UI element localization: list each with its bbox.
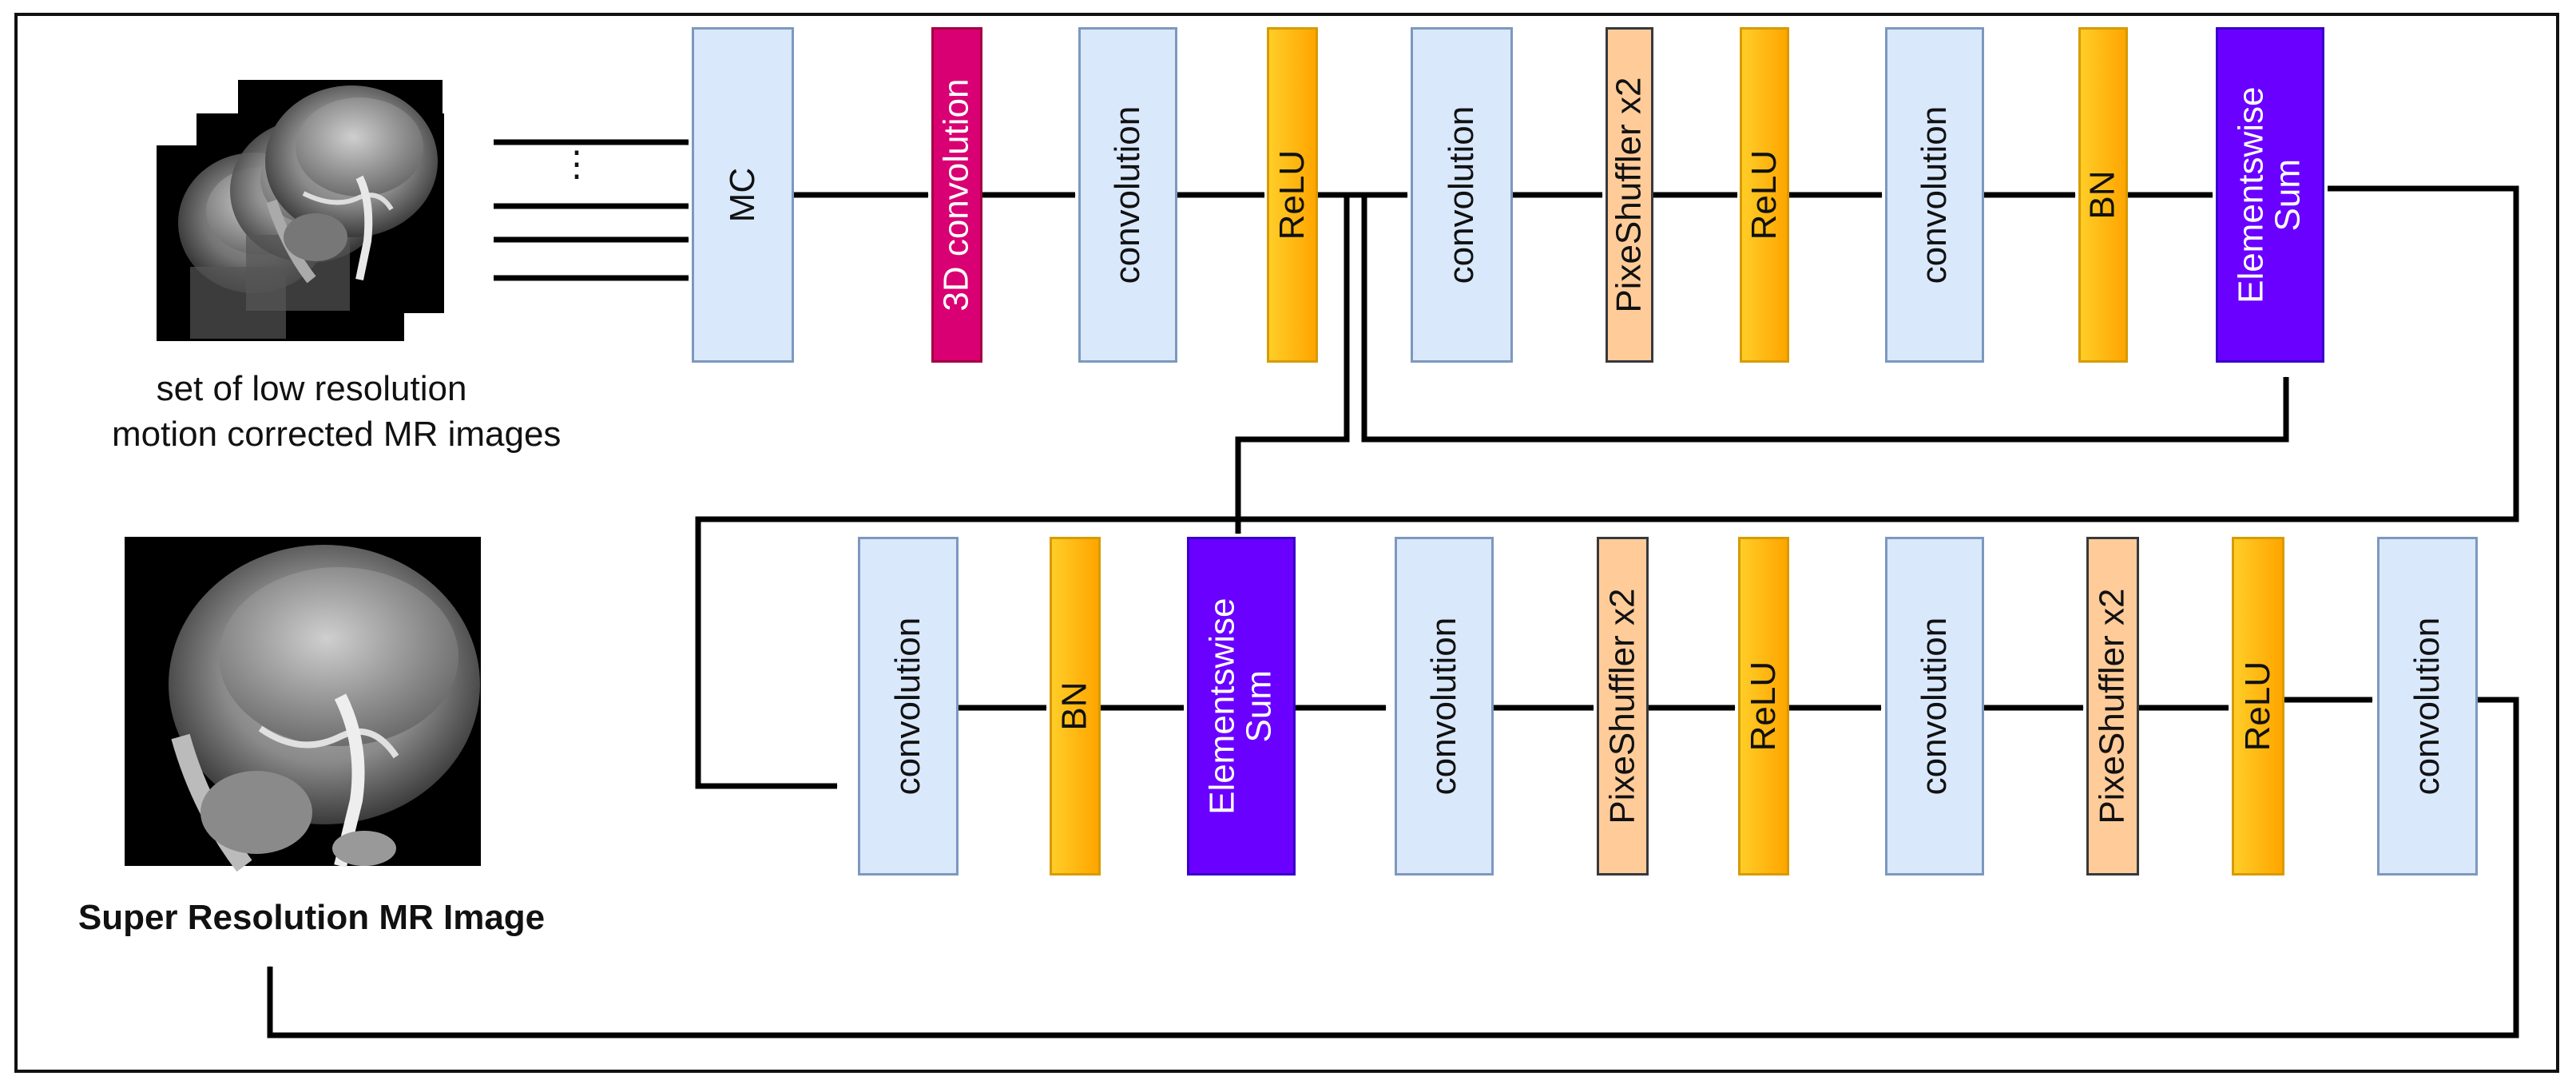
conv-block-5: convolution xyxy=(1395,537,1494,876)
diagram-frame xyxy=(14,13,2559,1073)
output-mr-image xyxy=(125,537,481,872)
conv3d-block: 3D convolution xyxy=(931,27,982,363)
input-caption-line2: motion corrected MR images xyxy=(112,415,562,455)
conv-block-1: convolution xyxy=(1078,27,1177,363)
relu-block-1: ReLU xyxy=(1267,27,1318,363)
input-caption-line1: set of low resolution xyxy=(156,369,467,408)
elementwise-sum-block-2: Elementswise Sum xyxy=(1187,537,1296,876)
conv-block-4: convolution xyxy=(858,537,959,876)
input-mr-image-stack xyxy=(157,80,444,341)
input-ellipsis: ⋮ xyxy=(559,145,594,184)
conv-block-6: convolution xyxy=(1885,537,1984,876)
relu-block-4: ReLU xyxy=(2232,537,2284,876)
bn-block-1: BN xyxy=(2078,27,2128,363)
pixel-shuffler-block-2: PixeShuffler x2 xyxy=(1597,537,1649,876)
relu-block-3: ReLU xyxy=(1738,537,1789,876)
conv-block-2: convolution xyxy=(1411,27,1513,363)
bn-block-2: BN xyxy=(1050,537,1101,876)
relu-block-2: ReLU xyxy=(1740,27,1789,363)
elementwise-sum-block-1: Elementswise Sum xyxy=(2216,27,2324,363)
input-caption: set of low resolution motion corrected M… xyxy=(112,366,562,457)
pixel-shuffler-block-3: PixeShuffler x2 xyxy=(2086,537,2139,876)
conv-block-3: convolution xyxy=(1885,27,1984,363)
pixel-shuffler-block-1: PixeShuffler x2 xyxy=(1606,27,1653,363)
conv-block-7: convolution xyxy=(2377,537,2478,876)
mc-block: MC xyxy=(692,27,794,363)
output-caption: Super Resolution MR Image xyxy=(77,898,546,937)
